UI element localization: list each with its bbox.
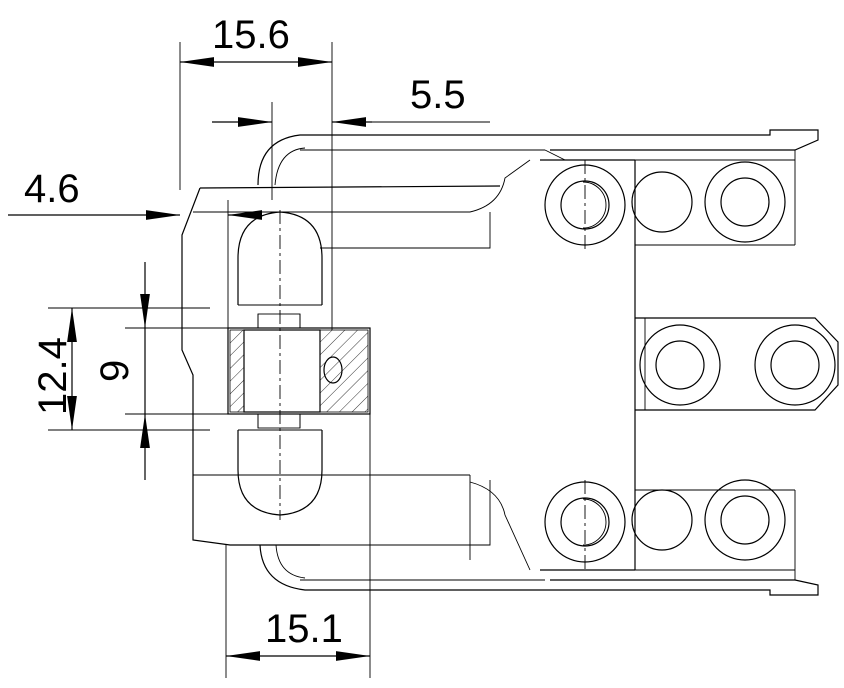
dimension-12-4: 12.4 — [31, 307, 210, 431]
dimension-label-12-4: 12.4 — [31, 337, 75, 415]
dimension-label-9: 9 — [93, 360, 137, 382]
middle-arm — [635, 317, 839, 411]
dimension-15-6: 15.6 — [179, 13, 333, 330]
dimension-15-1: 15.1 — [225, 414, 371, 678]
center-lines — [279, 160, 586, 570]
dimension-label-5-5: 5.5 — [410, 73, 466, 117]
dimension-label-15-6: 15.6 — [212, 13, 290, 57]
dimension-label-15-1: 15.1 — [265, 607, 343, 651]
dimension-label-4-6: 4.6 — [24, 167, 80, 211]
top-arm — [257, 129, 819, 246]
section-view — [227, 313, 371, 429]
bottom-arm — [259, 479, 819, 596]
dimension-9: 9 — [93, 262, 230, 480]
dimension-4-6: 4.6 — [8, 167, 262, 330]
dimension-5-5: 5.5 — [212, 73, 490, 200]
